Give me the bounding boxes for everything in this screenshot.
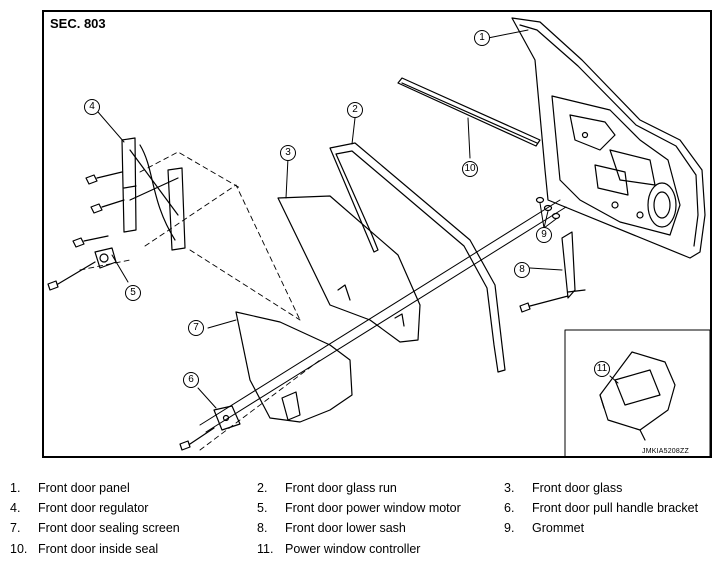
front-door-pull-handle-bracket <box>179 387 241 451</box>
callout-2: 2 <box>347 102 363 118</box>
callout-11: 11 <box>594 361 610 377</box>
callout-7: 7 <box>188 320 204 336</box>
callout-10: 10 <box>462 161 478 177</box>
front-door-glass-run <box>329 117 506 373</box>
front-door-lower-sash <box>519 231 586 313</box>
grommets <box>535 196 561 229</box>
front-door-sealing-screen <box>207 311 353 423</box>
callout-9: 9 <box>536 227 552 243</box>
diagram-frame <box>42 10 712 458</box>
callout-4: 4 <box>84 99 100 115</box>
front-door-inside-seal <box>397 77 541 159</box>
front-door-panel <box>511 17 706 259</box>
callout-3: 3 <box>280 145 296 161</box>
callout-5: 5 <box>125 285 141 301</box>
controller-inset <box>564 329 711 458</box>
callout-1: 1 <box>474 30 490 46</box>
front-door-power-window-motor <box>47 247 129 291</box>
axis-lines <box>199 199 567 433</box>
drawing-code: JMKIA5208ZZ <box>642 448 689 455</box>
front-door-glass <box>277 157 421 343</box>
callout-8: 8 <box>514 262 530 278</box>
callout-leaders <box>487 29 529 39</box>
section-label: SEC. 803 <box>50 16 106 31</box>
front-door-regulator <box>72 111 186 251</box>
callout-6: 6 <box>183 372 199 388</box>
alignment-lines <box>79 151 321 451</box>
